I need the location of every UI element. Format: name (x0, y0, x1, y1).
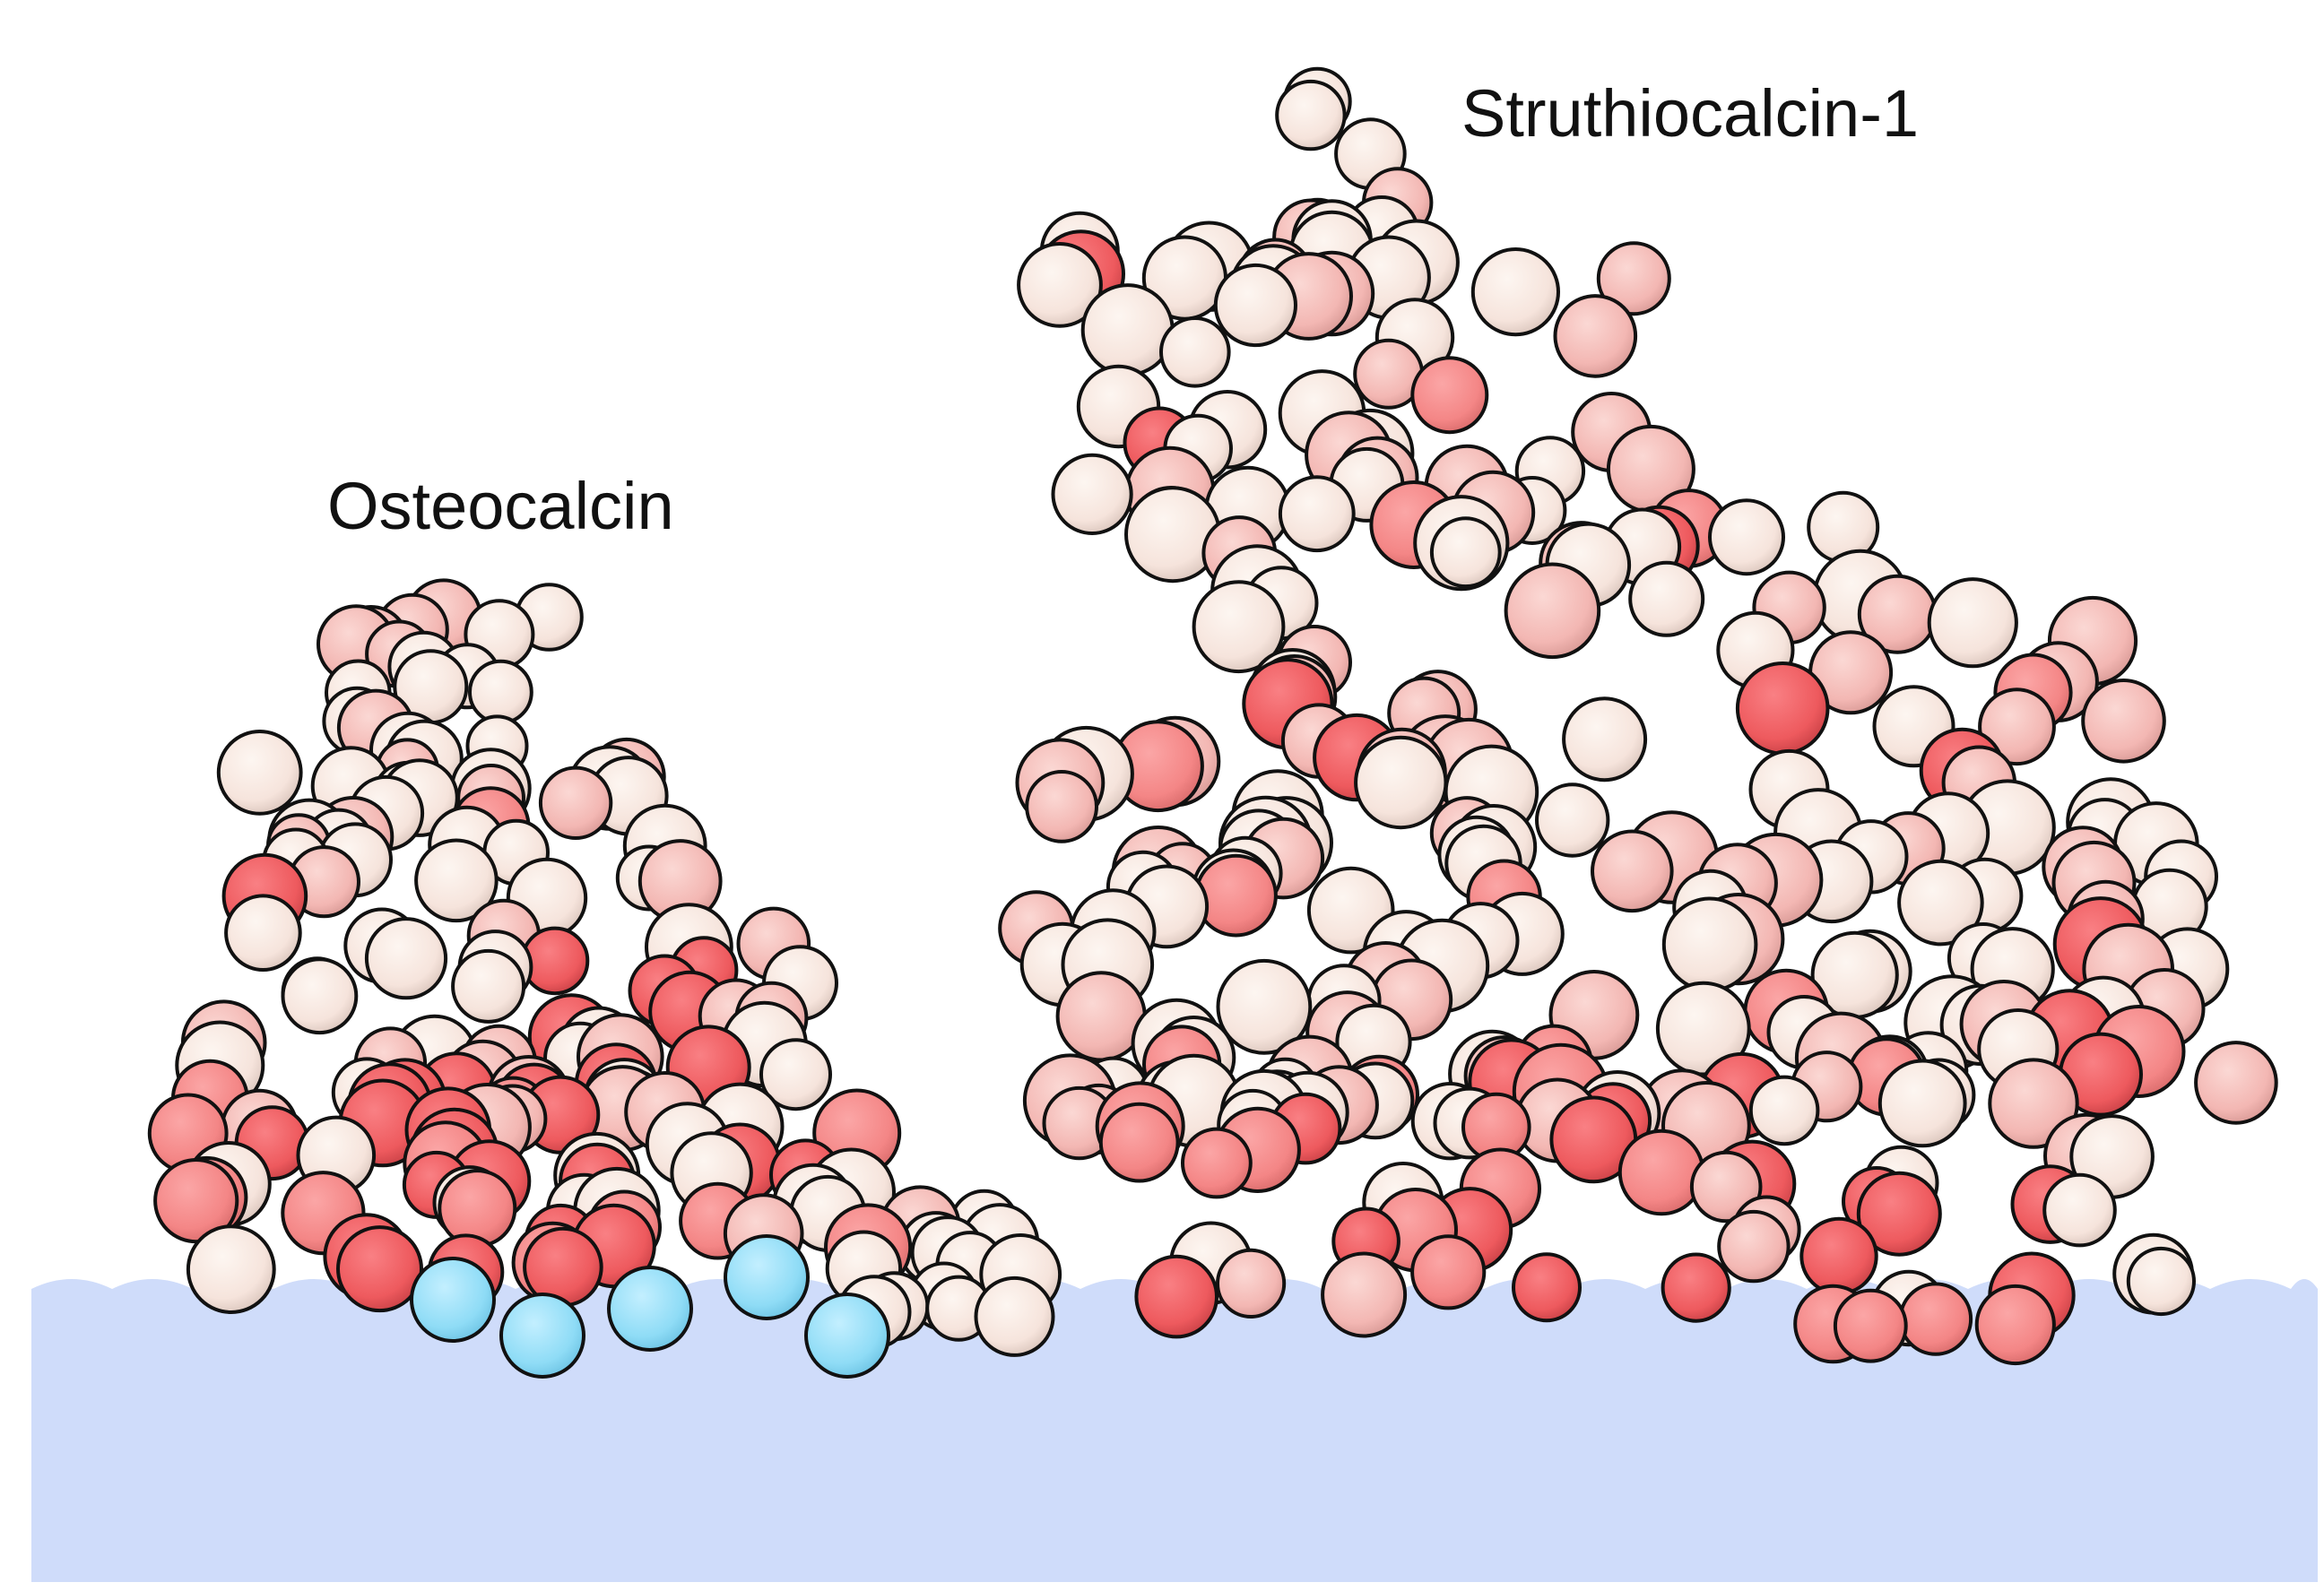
struthiocalcin-atom (1025, 770, 1098, 843)
struthiocalcin-atom (1974, 1284, 2056, 1366)
struthiocalcin-atom (1535, 783, 1610, 858)
struthiocalcin-atom (1553, 294, 1638, 378)
struthiocalcin-atom (1354, 735, 1448, 830)
struthiocalcin-atom (1661, 1252, 1731, 1323)
struthiocalcin-label: Struthiocalcin-1 (1461, 76, 1920, 151)
struthiocalcin-atom (1978, 687, 2056, 766)
osteocalcin-atom (414, 838, 499, 923)
osteocalcin-atom (974, 1275, 1055, 1357)
mineral-surface (31, 1279, 2318, 1582)
osteocalcin-atom (451, 948, 526, 1024)
osteocalcin-atom (364, 917, 448, 1000)
osteocalcin-atom (216, 730, 303, 816)
osteocalcin-label: Osteocalcin (327, 469, 674, 543)
struthiocalcin-1-protein (998, 66, 2278, 1366)
struthiocalcin-atom (1927, 577, 2018, 669)
struthiocalcin-atom (2194, 1041, 2278, 1125)
calcium-ion (499, 1293, 585, 1379)
osteocalcin-atom (281, 957, 359, 1035)
osteocalcin-atom (538, 765, 613, 840)
struthiocalcin-atom (1898, 1282, 1973, 1356)
struthiocalcin-atom (2042, 1172, 2117, 1248)
struthiocalcin-atom (1470, 247, 1561, 337)
osteocalcin-atom (438, 1169, 517, 1249)
struthiocalcin-atom (1562, 696, 1648, 783)
osteocalcin-atom (186, 1224, 276, 1314)
struthiocalcin-atom (1504, 562, 1601, 660)
struthiocalcin-atom (1877, 1059, 1967, 1148)
struthiocalcin-atom (1213, 263, 1298, 348)
struthiocalcin-atom (1717, 1209, 1791, 1284)
struthiocalcin-atom (1617, 1128, 1705, 1216)
struthiocalcin-atom (1410, 1234, 1487, 1310)
osteocalcin-protein (147, 578, 1062, 1357)
struthiocalcin-atom (1278, 475, 1356, 553)
struthiocalcin-atom (1051, 453, 1133, 536)
struthiocalcin-atom (1429, 516, 1502, 589)
struthiocalcin-atom (1080, 283, 1175, 377)
osteocalcin-atom (759, 1038, 832, 1111)
struthiocalcin-atom (1159, 316, 1231, 388)
struthiocalcin-atom (1856, 1171, 1942, 1257)
struthiocalcin-atom (1192, 580, 1286, 674)
struthiocalcin-atom (1596, 241, 1671, 316)
struthiocalcin-atom (1098, 1102, 1180, 1183)
struthiocalcin-atom (1194, 853, 1278, 938)
struthiocalcin-atom (1988, 1058, 2079, 1149)
calcium-ion (410, 1257, 496, 1343)
struthiocalcin-atom (2081, 679, 2166, 764)
struthiocalcin-atom (1321, 1251, 1408, 1338)
struthiocalcin-atom (1833, 1288, 1908, 1363)
struthiocalcin-atom (1748, 1075, 1820, 1146)
struthiocalcin-atom (1735, 661, 1830, 756)
struthiocalcin-atom (1628, 560, 1705, 637)
struthiocalcin-atom (1689, 1150, 1763, 1224)
struthiocalcin-atom (1275, 79, 1347, 151)
calcium-ions (410, 1234, 890, 1379)
osteocalcin-atom (468, 659, 533, 725)
struthiocalcin-atom (1591, 829, 1674, 913)
struthiocalcin-atom (1661, 896, 1758, 993)
struthiocalcin-atom (1017, 242, 1103, 328)
calcium-ion (804, 1293, 890, 1379)
struthiocalcin-atom (1708, 498, 1785, 576)
struthiocalcin-atom (1181, 1127, 1253, 1199)
calcium-ion (607, 1266, 693, 1352)
calcium-ion (724, 1234, 810, 1320)
osteocalcin-atom (336, 1225, 423, 1313)
osteocalcin-atom (224, 894, 302, 972)
struthiocalcin-atom (1799, 1216, 1878, 1296)
struthiocalcin-atom (1216, 1248, 1287, 1319)
struthiocalcin-atom (1134, 1254, 1218, 1339)
struthiocalcin-atom (1216, 958, 1313, 1055)
struthiocalcin-atom (1410, 356, 1489, 435)
struthiocalcin-atom (1897, 859, 1984, 947)
struthiocalcin-atom (1512, 1252, 1582, 1323)
struthiocalcin-atom (2126, 1246, 2196, 1317)
